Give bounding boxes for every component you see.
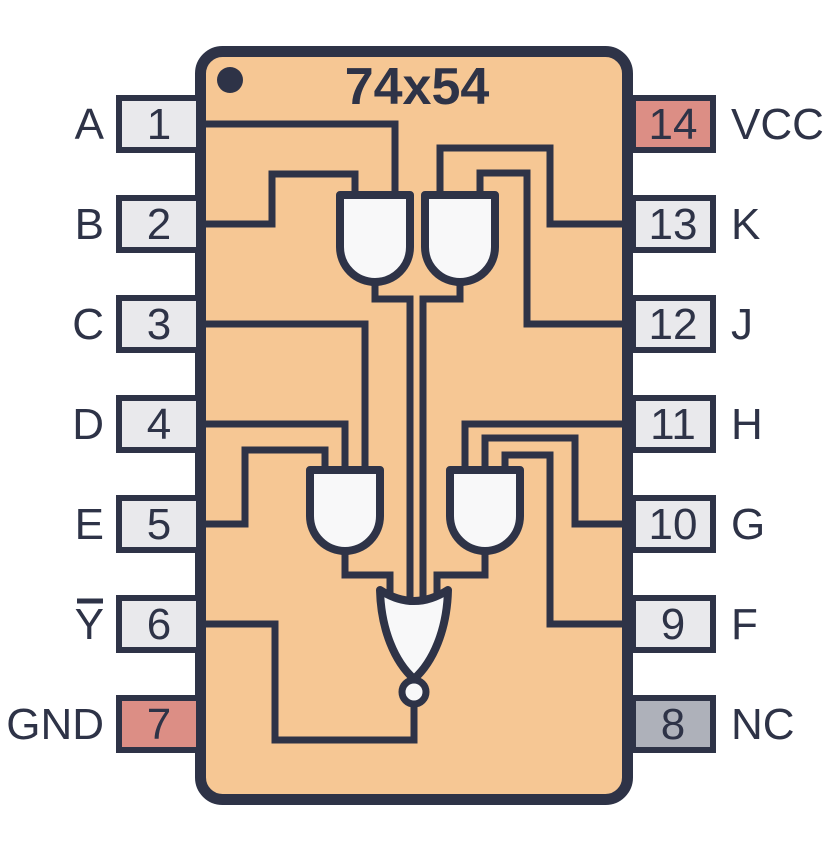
and-gate-top-right-icon bbox=[421, 191, 499, 286]
pin-6-label: Y bbox=[75, 600, 104, 649]
pin-12-box bbox=[630, 295, 716, 353]
pin-8-label: NC bbox=[731, 700, 795, 749]
pin-1-number: 1 bbox=[147, 100, 171, 149]
pin-10: 10 G bbox=[630, 495, 765, 553]
pin-2: 2 B bbox=[75, 195, 202, 253]
wire-f bbox=[501, 451, 628, 628]
pin-1-label: A bbox=[75, 100, 105, 149]
pin-4-label: D bbox=[72, 400, 104, 449]
pin-8-box bbox=[630, 695, 716, 753]
pin-13-number: 13 bbox=[649, 200, 698, 249]
wire-y-output bbox=[199, 620, 418, 744]
pin-1: 1 A bbox=[75, 95, 202, 153]
pins-right: 14 VCC 13 K 12 J 11 H 10 G 9 F bbox=[630, 95, 824, 753]
and-gate-bottom-right-icon bbox=[446, 466, 524, 555]
pin-2-number: 2 bbox=[147, 200, 171, 249]
pin-13-label: K bbox=[731, 200, 760, 249]
pins-left: 1 A 2 B 3 C 4 D 5 E 6 Y bbox=[6, 95, 202, 753]
pin-13-box bbox=[630, 195, 716, 253]
pin-12: 12 J bbox=[630, 295, 753, 353]
pin-11-number: 11 bbox=[650, 400, 696, 449]
pin-2-box bbox=[116, 195, 202, 253]
pin-8: 8 NC bbox=[630, 695, 795, 753]
pin-14-label: VCC bbox=[731, 100, 824, 149]
pin-9: 9 F bbox=[630, 595, 758, 653]
pin-4-box bbox=[116, 395, 202, 453]
pin-5-number: 5 bbox=[147, 500, 171, 549]
pin-7: 7 GND bbox=[6, 695, 202, 753]
pin-6-box bbox=[116, 595, 202, 653]
pin-10-number: 10 bbox=[649, 500, 698, 549]
and-gate-bottom-left-icon bbox=[306, 466, 384, 555]
pin-14: 14 VCC bbox=[630, 95, 824, 153]
wire-and4-to-nor bbox=[433, 544, 489, 608]
pin-5-box bbox=[116, 495, 202, 553]
pin-6: 6 Y bbox=[75, 595, 202, 653]
wire-g bbox=[481, 434, 628, 528]
pin-10-box bbox=[630, 495, 716, 553]
pin-9-number: 9 bbox=[661, 600, 685, 649]
pin1-marker-dot bbox=[217, 67, 243, 93]
pin-1-box bbox=[116, 95, 202, 153]
pin-9-box bbox=[630, 595, 716, 653]
pin-3-number: 3 bbox=[147, 300, 171, 349]
pin-11-box bbox=[630, 395, 716, 453]
pin-6-number: 6 bbox=[147, 600, 171, 649]
pin-5: 5 E bbox=[75, 495, 202, 553]
pin-7-box bbox=[116, 695, 202, 753]
wire-b bbox=[199, 170, 359, 228]
pin-3: 3 C bbox=[72, 295, 202, 353]
wire-k bbox=[436, 144, 628, 228]
wire-j bbox=[476, 169, 628, 328]
wire-and3-to-nor bbox=[341, 544, 394, 608]
pin-7-label: GND bbox=[6, 700, 104, 749]
wire-and1-to-nor bbox=[371, 275, 414, 610]
pin-2-label: B bbox=[75, 200, 104, 249]
logic-gates bbox=[306, 191, 524, 708]
nor-gate-icon bbox=[376, 586, 452, 683]
pin-4-number: 4 bbox=[147, 400, 171, 449]
pin-4: 4 D bbox=[72, 395, 202, 453]
pin-11: 11 H bbox=[630, 395, 763, 453]
wire-and2-to-nor bbox=[419, 275, 464, 610]
pin-13: 13 K bbox=[630, 195, 760, 253]
pin-12-label: J bbox=[731, 300, 753, 349]
pin-3-label: C bbox=[72, 300, 104, 349]
nor-inverter-bubble-icon bbox=[398, 676, 430, 708]
pin-8-number: 8 bbox=[661, 700, 685, 749]
pin-14-number: 14 bbox=[649, 100, 698, 149]
pin-5-label: E bbox=[75, 500, 104, 549]
pin-14-box bbox=[630, 95, 716, 153]
wire-d bbox=[199, 420, 349, 478]
pin-7-number: 7 bbox=[147, 700, 171, 749]
chip-title: 74x54 bbox=[345, 58, 490, 116]
pin-10-label: G bbox=[731, 500, 765, 549]
pin-12-number: 12 bbox=[649, 300, 698, 349]
and-gate-top-left-icon bbox=[336, 191, 414, 286]
wire-c bbox=[199, 320, 369, 478]
wire-a bbox=[199, 120, 399, 203]
wire-e bbox=[199, 446, 329, 528]
wire-h bbox=[461, 420, 628, 478]
pin-9-label: F bbox=[731, 600, 758, 649]
pin-3-box bbox=[116, 295, 202, 353]
pin-11-label: H bbox=[731, 400, 763, 449]
internal-wires bbox=[199, 120, 628, 744]
